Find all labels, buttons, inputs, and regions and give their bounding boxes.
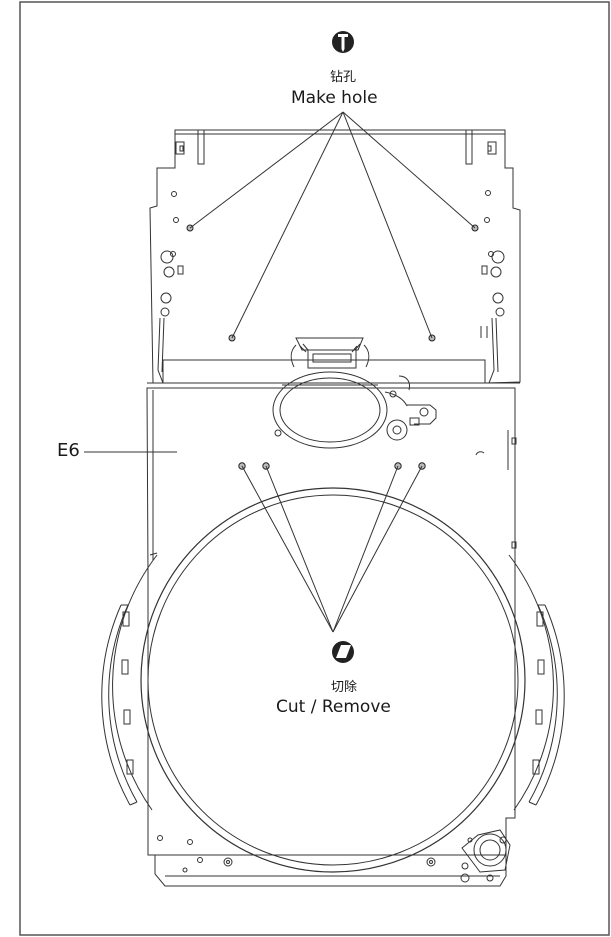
- upper-panel-holes: [160, 190, 505, 317]
- side-guides: [101, 552, 565, 811]
- part-label-e6: E6: [57, 440, 80, 461]
- upper-panel: [149, 129, 521, 384]
- drum-opening: [140, 487, 526, 873]
- drill-icon: [332, 31, 354, 53]
- hinge-mechanism: [157, 829, 511, 883]
- cut-label-zh: 切除: [331, 680, 358, 695]
- drill-label-en: Make hole: [291, 88, 378, 108]
- page-frame: [19, 1, 610, 936]
- cut-leader-lines: [241, 465, 423, 633]
- drill-leader-lines: [189, 111, 476, 339]
- drill-label-zh: 钻孔: [330, 70, 357, 85]
- main-body: [146, 382, 520, 887]
- cut-knife-icon: [332, 641, 354, 663]
- drill-points: [186, 224, 479, 342]
- connector-housing: [272, 337, 437, 449]
- cut-label-en: Cut / Remove: [276, 697, 391, 717]
